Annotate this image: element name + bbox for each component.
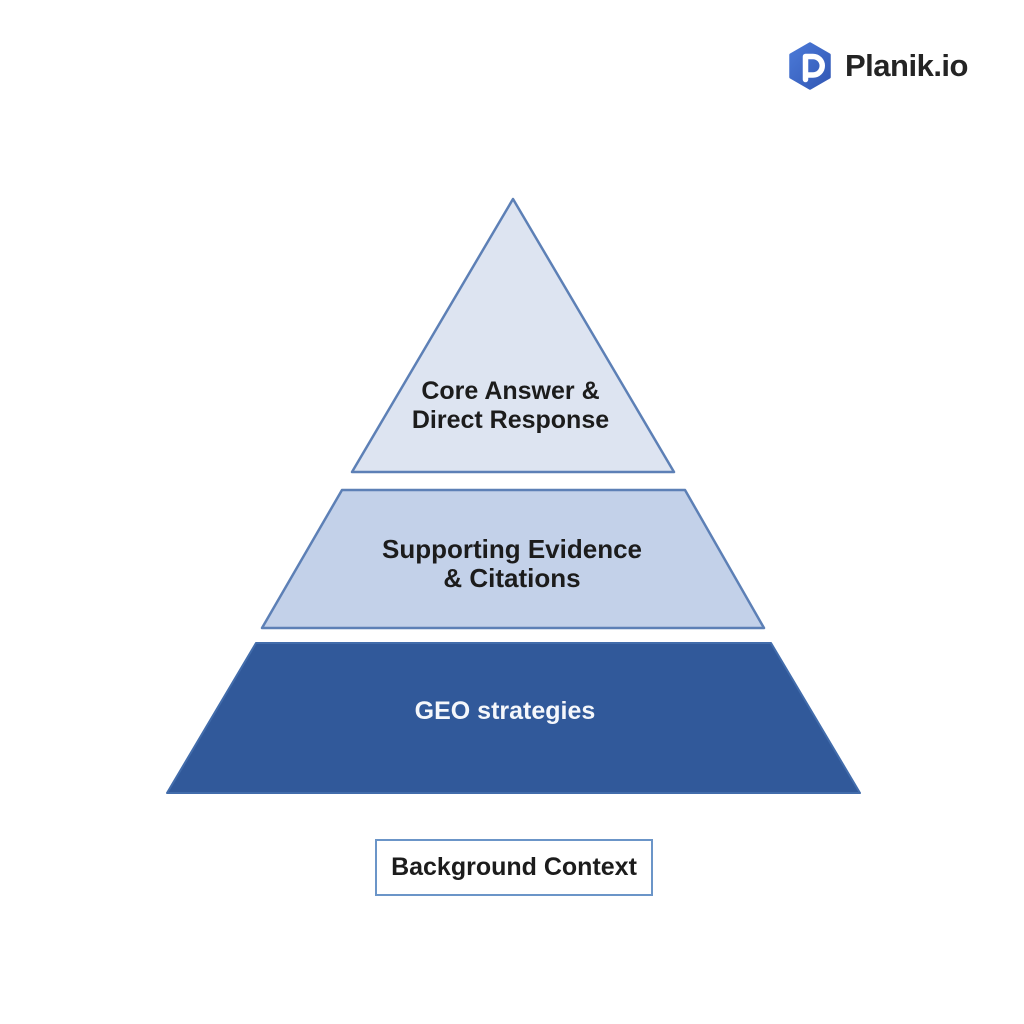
pyramid-tier-3-shape [166, 642, 861, 794]
brand-logo: Planik.io [786, 42, 968, 90]
hexagon-p-logo-icon [786, 42, 834, 90]
background-context-box: Background Context [375, 839, 653, 896]
background-context-label: Background Context [391, 853, 637, 881]
pyramid-tier-2-shape [260, 488, 766, 630]
pyramid-tier-1-shape [350, 197, 676, 474]
brand-name: Planik.io [845, 48, 968, 83]
